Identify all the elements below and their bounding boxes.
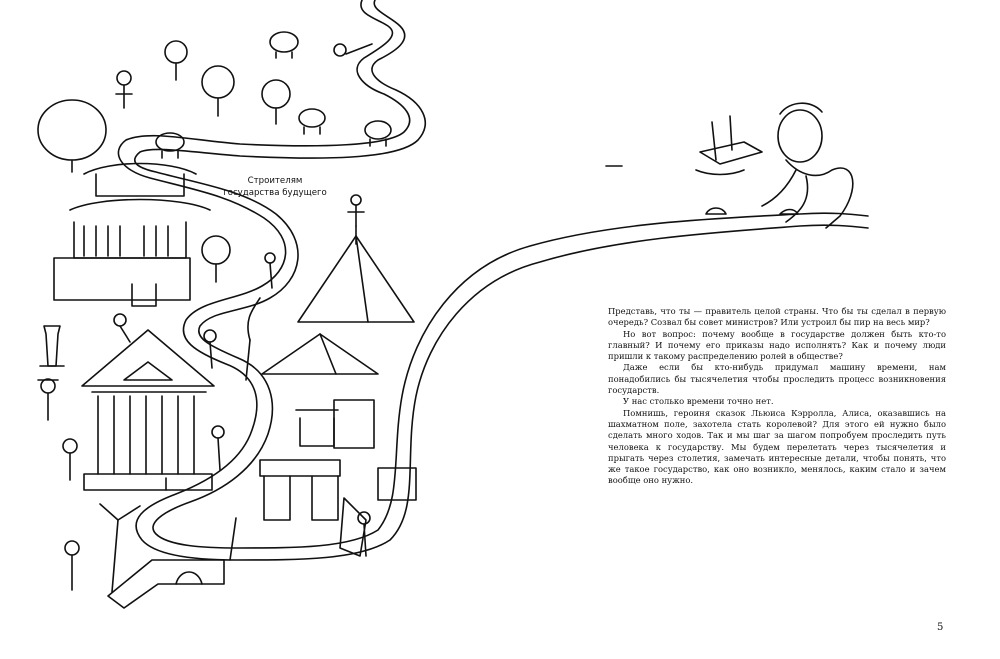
paragraph: У нас столько времени точно нет. — [623, 396, 774, 407]
paragraph: Но вот вопрос: почему вообще в государст… — [608, 328, 946, 362]
time-machine-icon — [605, 115, 799, 215]
page-number: 5 — [937, 622, 944, 633]
stonehenge-icon — [259, 399, 417, 557]
greek-temple-icon — [81, 329, 215, 491]
paragraph: Помнишь, героиня сказок Льюиса Кэрролла,… — [608, 407, 946, 486]
paragraph: Представь, что ты — правитель целой стра… — [608, 306, 946, 328]
body-text: Представь, что ты — правитель целой стра… — [608, 306, 946, 487]
dedication-line-1: Строителям — [247, 176, 303, 186]
arch-bridge-icon — [107, 559, 225, 609]
scientist-icon — [761, 102, 854, 229]
dedication: Строителям государства будущего — [222, 175, 328, 199]
tree-icon — [37, 40, 291, 283]
column-icon — [39, 325, 65, 367]
sheep-icon — [155, 31, 392, 159]
winding-road-icon — [117, 0, 869, 561]
pagoda-icon — [53, 162, 211, 307]
person-icon — [37, 43, 373, 591]
pyramid-icon — [261, 194, 415, 375]
dedication-line-2: государства будущего — [223, 188, 327, 198]
palm-tree-icon — [99, 297, 261, 593]
paragraph: Даже если бы кто-нибудь придумал машину … — [608, 362, 946, 396]
